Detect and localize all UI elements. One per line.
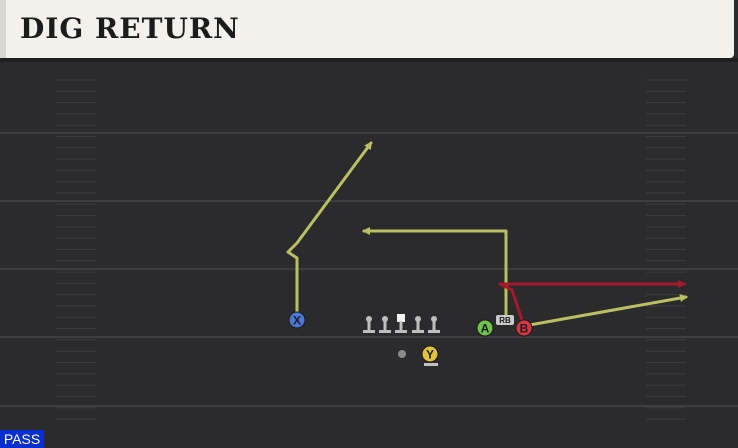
player-b[interactable]: B [515, 319, 533, 337]
y-base [424, 363, 438, 366]
player-a[interactable]: A [476, 319, 494, 337]
offensive-line [363, 314, 440, 333]
header-bar [6, 0, 734, 58]
header-shadow [0, 58, 738, 62]
yard-lines [0, 132, 738, 407]
center-icon [395, 314, 407, 333]
routes [286, 141, 688, 328]
play-type-badge: PASS [0, 430, 44, 448]
lineman-icon [363, 316, 375, 333]
lineman-icon [412, 316, 424, 333]
player-y[interactable]: Y [421, 345, 439, 366]
rb-dig-route [362, 227, 508, 320]
player-rb-label: RB [499, 316, 511, 325]
header-accent [0, 0, 6, 58]
b-route-yellow [522, 294, 688, 328]
player-rb[interactable]: RB [496, 315, 514, 325]
player-x[interactable]: X [288, 311, 306, 329]
lineman-icon [428, 316, 440, 333]
play-title: DIG RETURN [20, 12, 240, 45]
player-y-label: Y [426, 348, 434, 362]
player-x-label: X [293, 314, 301, 328]
player-a-label: A [481, 322, 490, 336]
player-b-label: B [520, 322, 529, 336]
play-header: DIG RETURN [0, 0, 738, 62]
b-route-red [498, 280, 686, 328]
qb-marker [398, 350, 406, 358]
lineman-icon [379, 316, 391, 333]
x-route [286, 141, 373, 320]
hash-marks [56, 79, 686, 420]
